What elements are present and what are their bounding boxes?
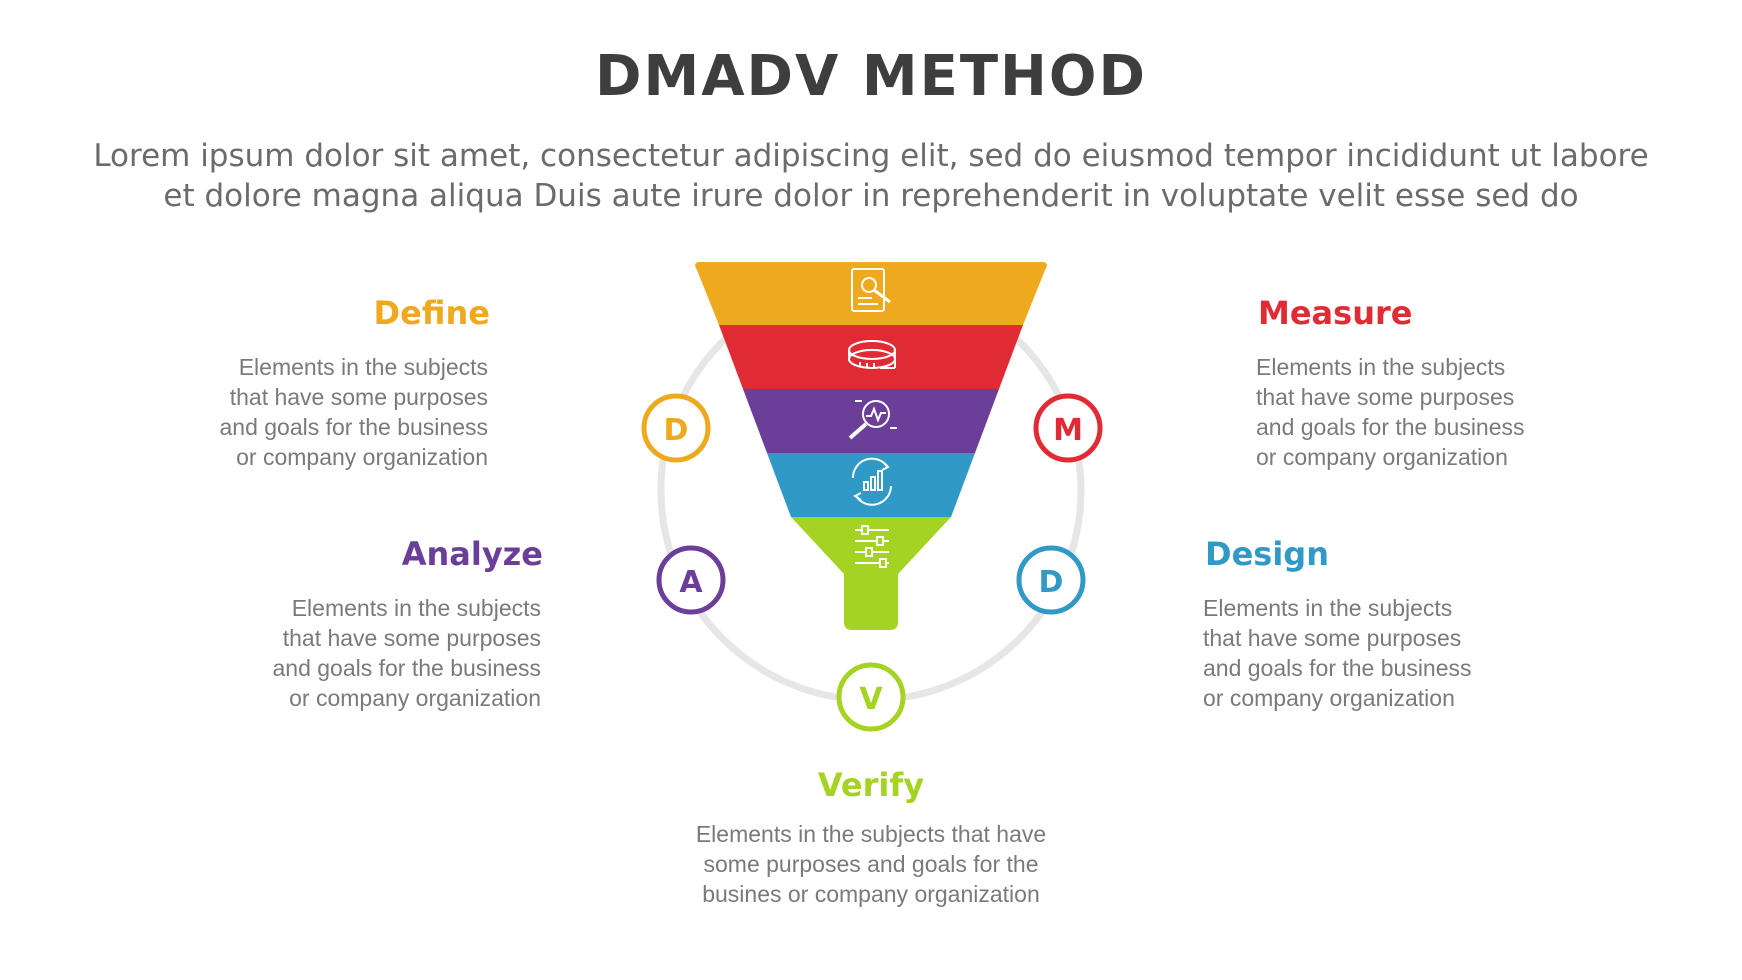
badge-analyze-letter: A bbox=[679, 565, 703, 600]
funnel bbox=[695, 262, 1047, 630]
sliders-icon bbox=[855, 525, 889, 568]
design-desc-line-4: or company organization bbox=[1203, 685, 1455, 711]
funnel-segment-measure bbox=[719, 325, 1023, 389]
define-description: Elements in the subjects that have some … bbox=[170, 352, 488, 472]
verify-desc-line-3: busines or company organization bbox=[702, 881, 1040, 907]
measure-desc-line-3: and goals for the business bbox=[1256, 414, 1525, 440]
badge-verify: V bbox=[836, 662, 906, 732]
design-desc-line-1: Elements in the subjects bbox=[1203, 595, 1453, 621]
analyze-desc-line-3: and goals for the business bbox=[272, 655, 541, 681]
badge-design-letter: D bbox=[1039, 565, 1064, 600]
define-desc-line-3: and goals for the business bbox=[219, 414, 488, 440]
verify-description: Elements in the subjects that have some … bbox=[651, 819, 1091, 909]
design-desc-line-2: that have some purposes bbox=[1203, 625, 1462, 651]
measure-desc-line-1: Elements in the subjects bbox=[1256, 354, 1506, 380]
analyze-description: Elements in the subjects that have some … bbox=[223, 593, 541, 713]
badge-verify-letter: V bbox=[859, 682, 883, 717]
design-desc-line-3: and goals for the business bbox=[1203, 655, 1472, 681]
badge-measure: M bbox=[1033, 393, 1103, 463]
measure-heading: Measure bbox=[1258, 294, 1413, 332]
badge-define-letter: D bbox=[664, 413, 689, 448]
define-desc-line-4: or company organization bbox=[236, 444, 488, 470]
analyze-desc-line-4: or company organization bbox=[289, 685, 541, 711]
subtitle-line-1: Lorem ipsum dolor sit amet, consectetur … bbox=[93, 138, 1649, 174]
analyze-desc-line-1: Elements in the subjects bbox=[291, 595, 541, 621]
define-desc-line-1: Elements in the subjects bbox=[238, 354, 488, 380]
verify-heading: Verify bbox=[817, 766, 925, 804]
measure-desc-line-4: or company organization bbox=[1256, 444, 1508, 470]
measuring-tape-icon bbox=[848, 340, 896, 369]
design-description: Elements in the subjects that have some … bbox=[1203, 593, 1533, 713]
badge-analyze: A bbox=[656, 545, 726, 615]
design-heading: Design bbox=[1205, 535, 1329, 573]
verify-desc-line-2: some purposes and goals for the bbox=[703, 851, 1039, 877]
analyze-heading: Analyze bbox=[401, 535, 543, 573]
funnel-segment-define bbox=[695, 262, 1047, 325]
define-heading: Define bbox=[373, 294, 490, 332]
funnel-segment-analyze bbox=[743, 389, 999, 453]
define-desc-line-2: that have some purposes bbox=[229, 384, 488, 410]
analyze-desc-line-2: that have some purposes bbox=[282, 625, 541, 651]
verify-desc-line-1: Elements in the subjects that have bbox=[695, 821, 1047, 847]
growth-cycle-icon bbox=[851, 457, 892, 506]
measure-description: Elements in the subjects that have some … bbox=[1256, 352, 1586, 472]
funnel-segment-verify bbox=[791, 517, 951, 630]
badge-measure-letter: M bbox=[1053, 413, 1083, 448]
measure-desc-line-2: that have some purposes bbox=[1256, 384, 1515, 410]
analysis-magnifier-icon bbox=[848, 400, 897, 440]
subtitle-line-2: et dolore magna aliqua Duis aute irure d… bbox=[163, 178, 1579, 214]
page-title: DMADV METHOD bbox=[594, 44, 1147, 109]
badge-define: D bbox=[641, 393, 711, 463]
page-subtitle: Lorem ipsum dolor sit amet, consectetur … bbox=[60, 136, 1682, 216]
document-search-icon bbox=[851, 268, 891, 312]
badge-design: D bbox=[1016, 545, 1086, 615]
